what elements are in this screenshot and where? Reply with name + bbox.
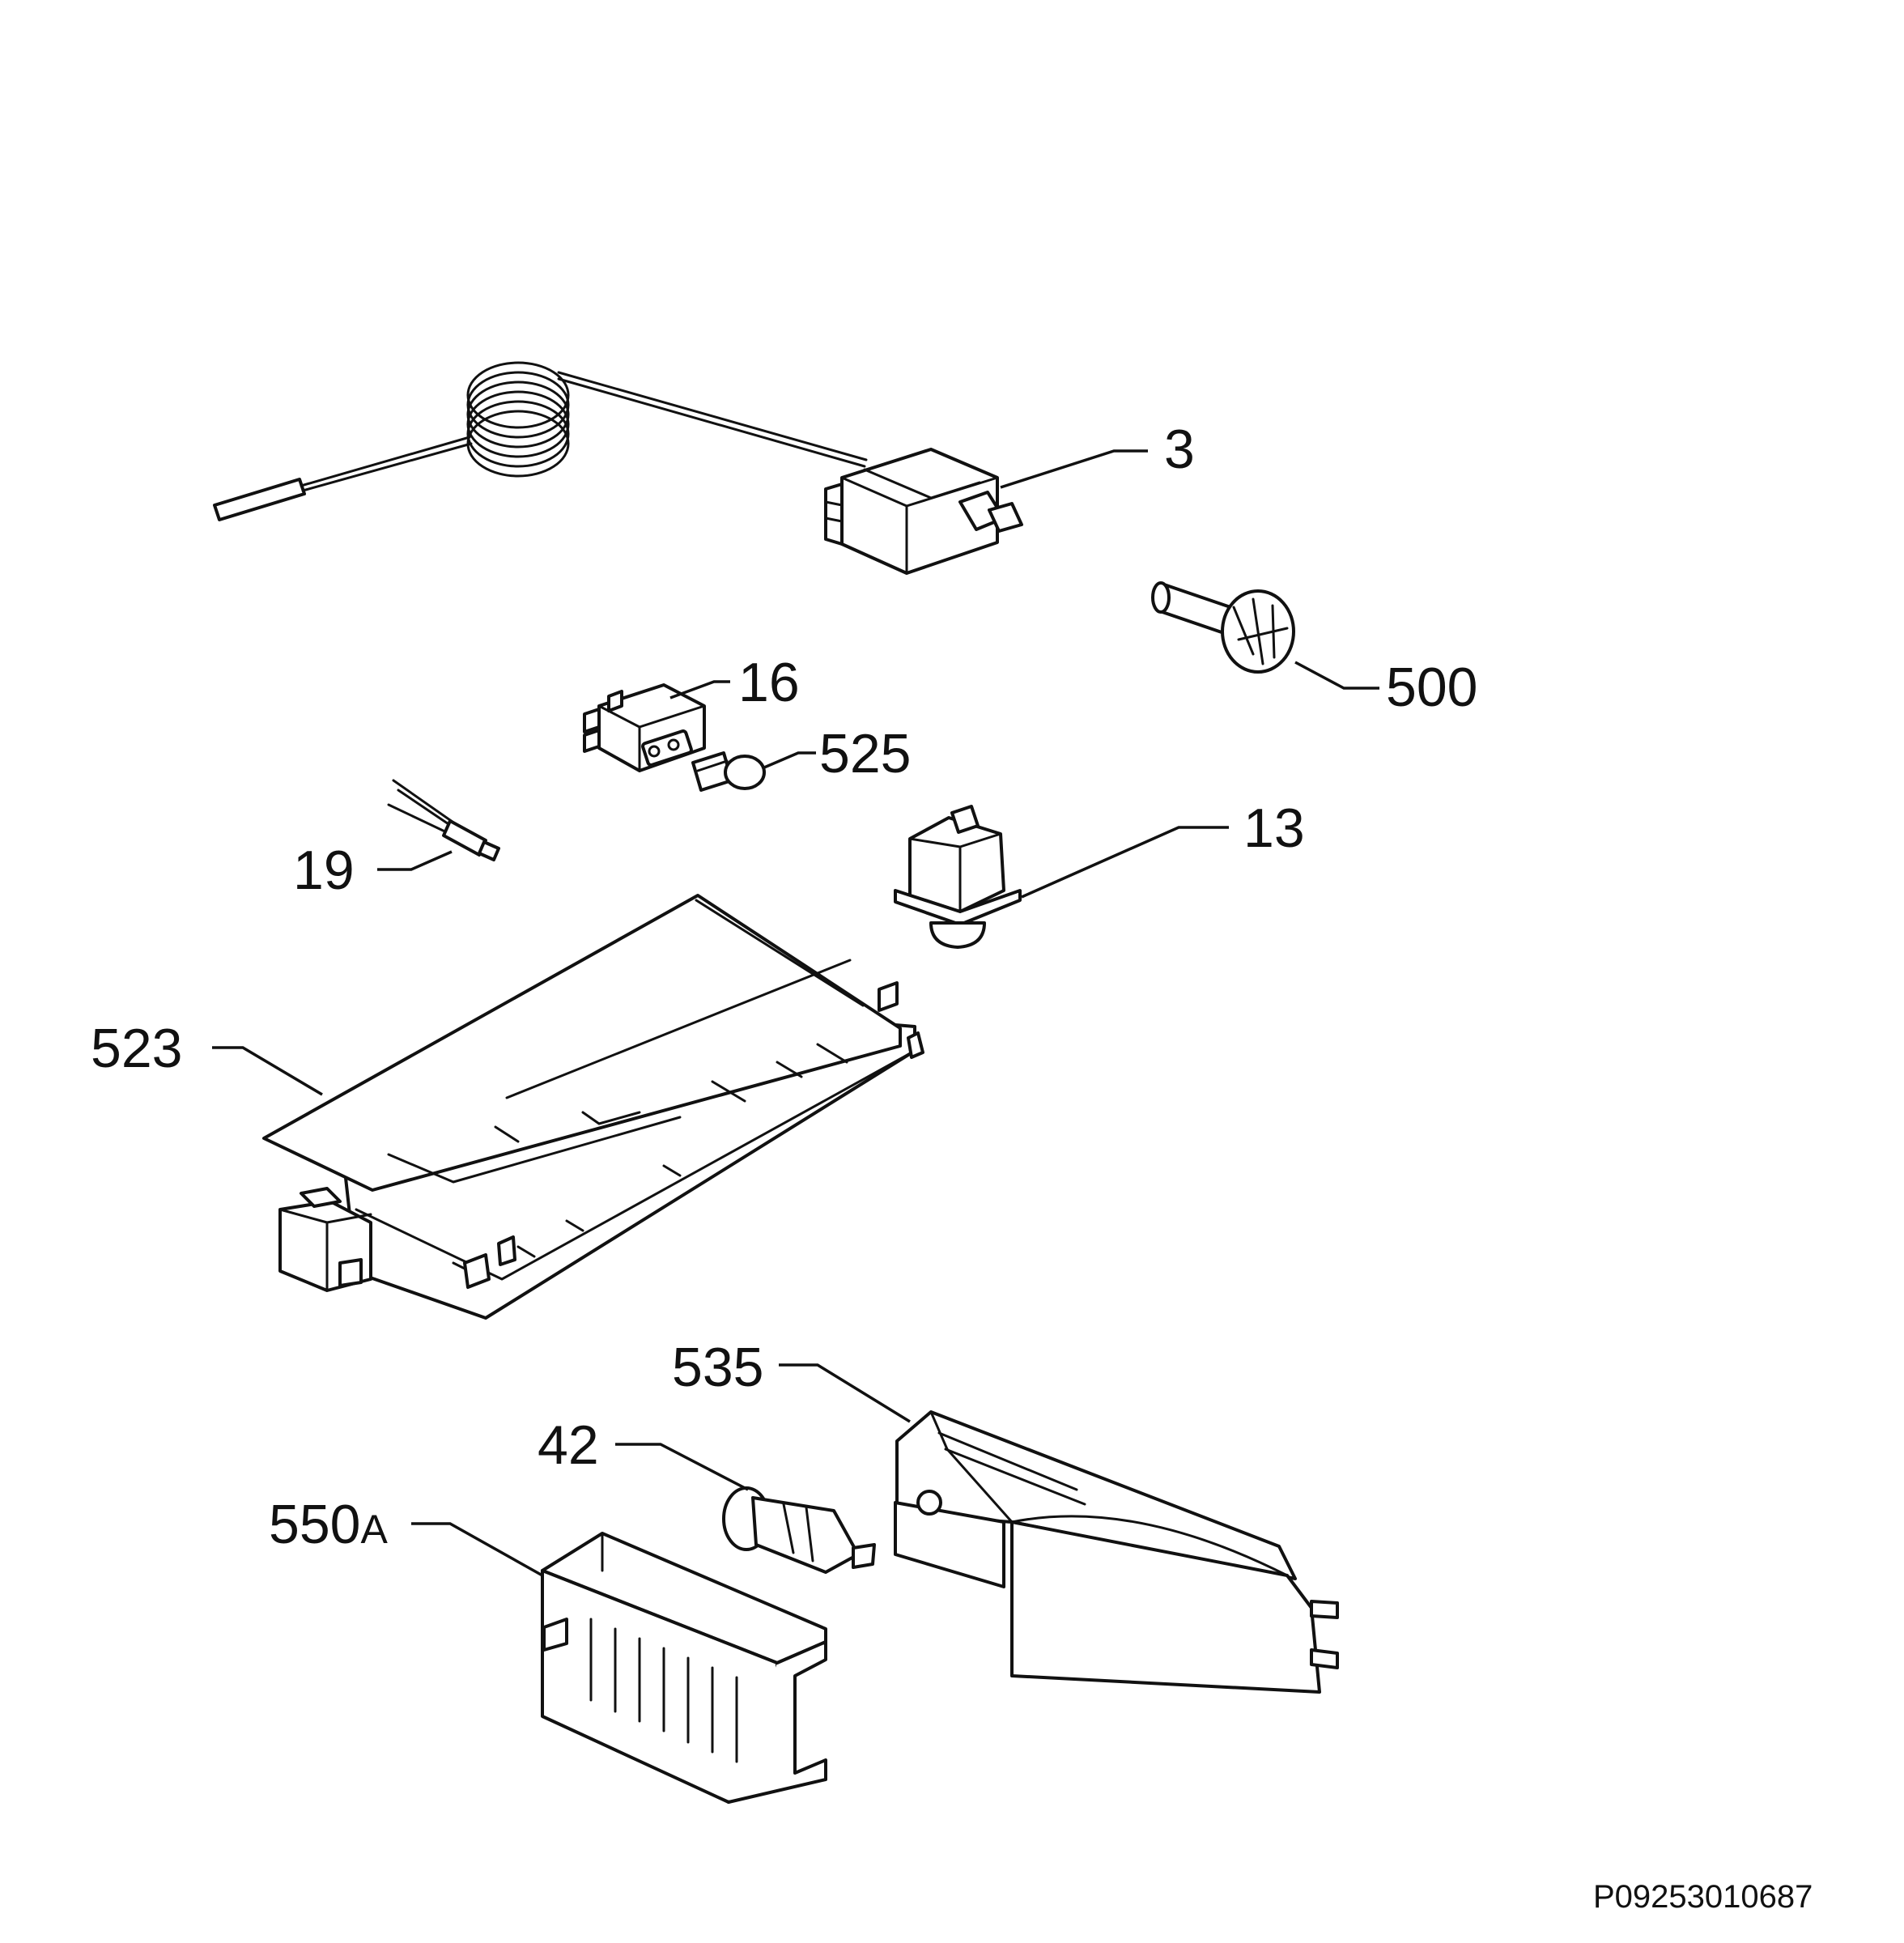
leader-13 <box>1021 826 1229 899</box>
leader-550a <box>411 1522 543 1577</box>
part-13-door-switch <box>894 805 1022 949</box>
label-525: 525 <box>819 723 911 784</box>
leader-16 <box>669 680 730 699</box>
label-19: 19 <box>293 840 355 901</box>
leader-500 <box>1294 661 1379 690</box>
part-16-switch <box>583 683 706 772</box>
leader-42 <box>615 1443 749 1491</box>
leader-525 <box>763 751 816 769</box>
part-3-thermostat <box>213 361 1023 575</box>
leader-523 <box>212 1046 323 1096</box>
label-3: 3 <box>1164 419 1195 480</box>
part-525-bulb <box>691 751 766 792</box>
part-550a-lamp-cover <box>541 1532 827 1804</box>
part-19-sensor <box>387 779 500 861</box>
label-13: 13 <box>1243 797 1305 859</box>
label-42: 42 <box>538 1414 599 1476</box>
label-535: 535 <box>672 1337 763 1398</box>
label-523: 523 <box>91 1018 182 1079</box>
leader-3 <box>1000 449 1148 489</box>
label-550a: 550A <box>269 1494 388 1555</box>
drawing-code: P09253010687 <box>1593 1879 1813 1915</box>
part-523-housing <box>262 894 924 1320</box>
part-500-knob <box>1151 581 1295 674</box>
leader-19 <box>377 850 453 871</box>
leader-535 <box>779 1363 911 1423</box>
label-16: 16 <box>738 652 800 713</box>
part-535-lamp-housing <box>894 1410 1339 1694</box>
part-42-lamp-holder <box>722 1486 876 1574</box>
label-500: 500 <box>1386 657 1477 718</box>
